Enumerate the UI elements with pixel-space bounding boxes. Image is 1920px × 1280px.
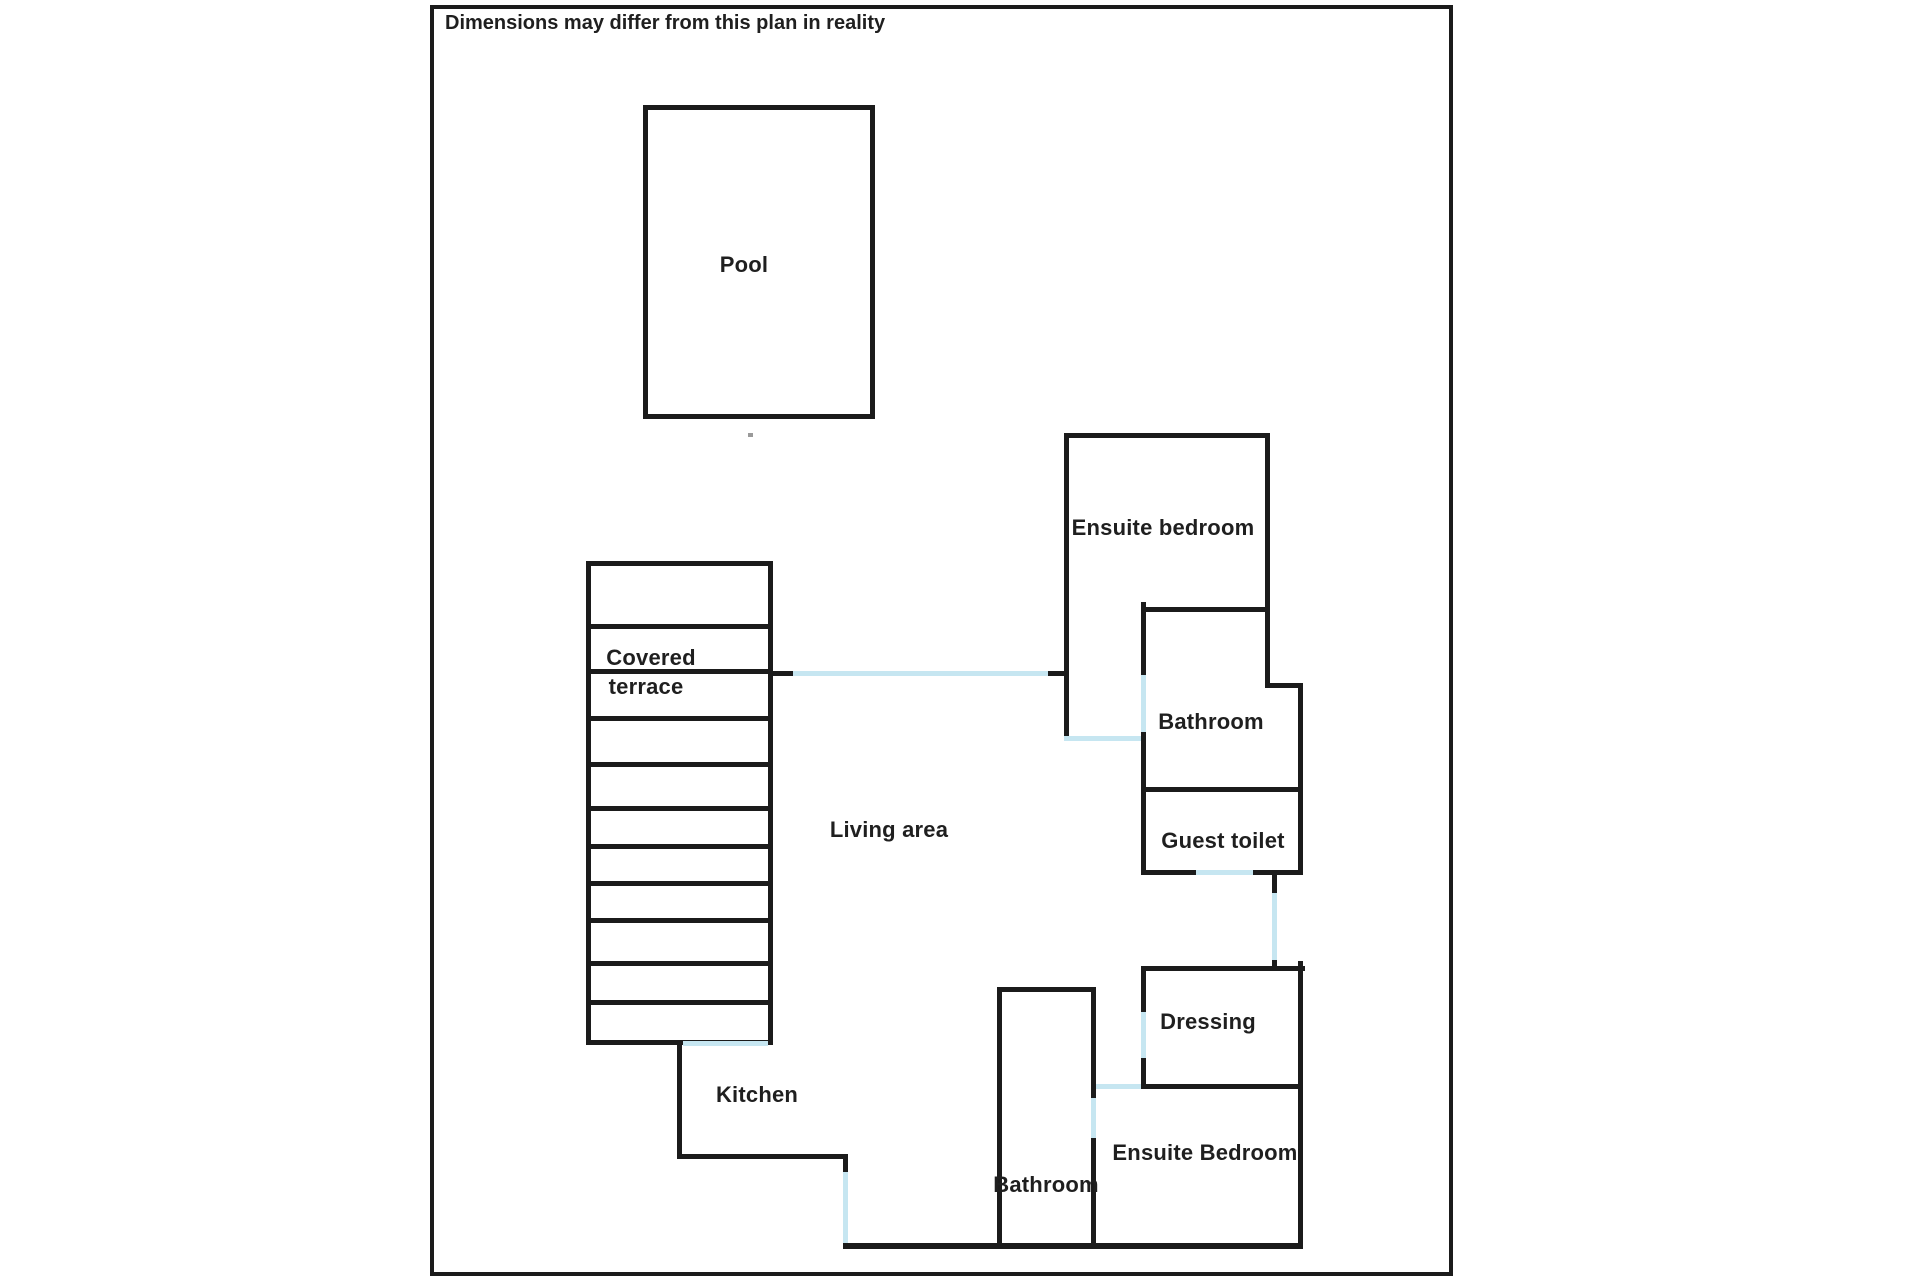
terrace-stripe-3 bbox=[586, 716, 773, 721]
guest-bottom-right bbox=[1253, 870, 1303, 875]
dressing-top-wall bbox=[1141, 966, 1305, 971]
room-label-dressing: Dressing bbox=[1160, 1009, 1256, 1034]
guest-bottom-left bbox=[1141, 870, 1196, 875]
ensuite1-right-wall bbox=[1265, 433, 1270, 688]
hall-door bbox=[1064, 736, 1145, 741]
east-right-wall bbox=[1298, 961, 1303, 1249]
outer-border bbox=[430, 5, 1453, 1276]
kitchen-stub bbox=[843, 1154, 848, 1172]
ensuite1-top-wall bbox=[1064, 433, 1270, 438]
bathroom1-guest-divider bbox=[1141, 787, 1303, 792]
pool-outline bbox=[643, 105, 875, 419]
kitchen-terrace-door bbox=[683, 1041, 768, 1046]
guest-dressing-door bbox=[1272, 893, 1277, 960]
room-label-bathroom-top: Bathroom bbox=[1158, 709, 1264, 734]
bathroom2-right-upper bbox=[1091, 987, 1096, 1098]
bedroom-wall-stub bbox=[1048, 671, 1064, 676]
bathroom1-door bbox=[1141, 675, 1146, 732]
dressing-left-upper bbox=[1141, 966, 1146, 1012]
kitchen-living-door bbox=[843, 1172, 848, 1243]
room-label-bathroom-bottom: Bathroom bbox=[993, 1172, 1099, 1197]
kitchen-bottom-wall bbox=[677, 1154, 847, 1159]
bathroom1-left-upper bbox=[1141, 602, 1146, 675]
room-label-guest-toilet: Guest toilet bbox=[1161, 828, 1285, 853]
bathroom1-left-lower bbox=[1141, 732, 1146, 875]
guest-door bbox=[1196, 870, 1253, 875]
terrace-stripe-8 bbox=[586, 918, 773, 923]
ensuite2-entry-door bbox=[1094, 1084, 1141, 1089]
terrace-stripe-10 bbox=[586, 1000, 773, 1005]
ensuite2-door bbox=[1091, 1098, 1096, 1138]
bathroom2-left-wall bbox=[997, 987, 1002, 1247]
bathroom1-right-wall bbox=[1298, 683, 1303, 875]
bathroom2-top-wall bbox=[997, 987, 1096, 992]
terrace-stripe-9 bbox=[586, 961, 773, 966]
room-label-living-area: Living area bbox=[829, 817, 949, 842]
terrace-stripe-2 bbox=[586, 669, 773, 674]
dressing-door bbox=[1141, 1012, 1146, 1058]
guest-stub bbox=[1272, 875, 1277, 893]
disclaimer-text: Dimensions may differ from this plan in … bbox=[445, 12, 886, 34]
dressing-stub bbox=[1272, 960, 1277, 968]
terrace-stripe-1 bbox=[586, 624, 773, 629]
ensuite1-bathroom-wall bbox=[1145, 607, 1270, 612]
terrace-stripe-5 bbox=[586, 806, 773, 811]
room-label-ensuite-top: Ensuite bedroom bbox=[1071, 515, 1255, 540]
dressing-bottom-wall bbox=[1141, 1084, 1303, 1089]
terrace-stripe-7 bbox=[586, 881, 773, 886]
terrace-stripe-6 bbox=[586, 844, 773, 849]
room-label-ensuite-bottom: Ensuite Bedroom bbox=[1112, 1140, 1298, 1165]
room-label-covered: Covered bbox=[606, 645, 696, 670]
dressing-left-lower bbox=[1141, 1058, 1146, 1089]
terrace-stripe-4 bbox=[586, 762, 773, 767]
bathroom2-right-lower bbox=[1091, 1138, 1096, 1247]
room-label-kitchen: Kitchen bbox=[715, 1082, 799, 1107]
south-bottom-wall bbox=[843, 1243, 1303, 1249]
room-label-pool: Pool bbox=[719, 252, 769, 277]
ensuite1-left-wall bbox=[1064, 433, 1069, 740]
pool-mark-mark bbox=[748, 433, 753, 437]
terrace-to-bedroom-door bbox=[793, 671, 1048, 676]
terrace-exit-stub bbox=[773, 671, 793, 676]
bathroom1-step bbox=[1265, 683, 1303, 688]
room-label-terrace: terrace bbox=[608, 674, 684, 699]
kitchen-left-wall bbox=[677, 1045, 682, 1159]
terrace-outline bbox=[586, 561, 773, 1045]
